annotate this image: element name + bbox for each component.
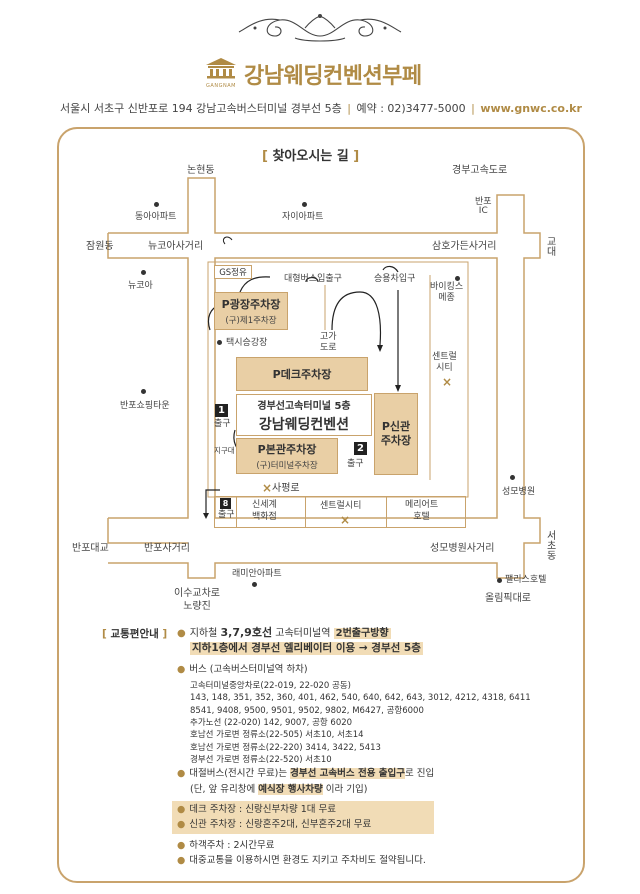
brand-name: GANGNAM <box>206 83 236 89</box>
deck-parking[interactable]: P데크주차장 <box>236 357 368 391</box>
x-marker-central-b: × <box>340 513 351 527</box>
landmark-seongmo: 성모병원 <box>502 487 536 497</box>
dot-newcoa <box>141 270 146 275</box>
bus-title: ●버스 (고속버스터미널역 하차) <box>177 664 308 675</box>
landmark-gs: GS정유 <box>214 265 252 279</box>
venue-name: 강남웨딩컨벤션 <box>258 416 350 433</box>
label-newcoa-intersection: 뉴코아사거리 <box>148 241 204 252</box>
divider-1 <box>236 496 237 528</box>
ornament-flourish-icon <box>238 14 402 42</box>
reservation-phone: 예약 : 02)3477-5000 <box>356 102 466 115</box>
exit-8-label: 출구 <box>218 510 235 520</box>
landmark-palace: 팰리스호텔 <box>505 575 547 585</box>
bus-line: 8541, 9408, 9500, 9501, 9502, 9802, M642… <box>190 705 424 716</box>
label-seocho: 서 초 동 <box>547 531 557 562</box>
label-nonhyeon: 논현동 <box>187 165 215 176</box>
landmark-banpo-shopping: 반포쇼핑타운 <box>120 401 170 411</box>
label-samho-intersection: 삼호가든사거리 <box>432 241 497 252</box>
label-isu: 이수교차로 노량진 <box>174 588 220 612</box>
landmark-taxi: 택시승강장 <box>226 338 268 348</box>
landmark-viking: 바이킹스 메종 <box>430 282 464 303</box>
landmark-carentrance: 승용차입구 <box>374 274 416 284</box>
landmark-donga: 동아아파트 <box>135 212 177 222</box>
x-marker-sapyeong: × <box>262 481 273 495</box>
guest-parking-info: ●하객주차 : 2시간무료 <box>177 840 275 851</box>
bus-line: 호남선 가로변 정류소(22-220) 3414, 3422, 5413 <box>190 742 381 753</box>
bus-line: 고속터미널중앙차로(22-019, 22-020 공동) <box>190 681 351 691</box>
label-seongmo-intersection: 성모병원사거리 <box>430 543 495 554</box>
page-title: 강남웨딩컨벤션부페 <box>244 64 422 89</box>
bus-lines-list: 고속터미널중앙차로(22-019, 22-020 공동) 143, 148, 3… <box>190 680 531 766</box>
new-parking-info: ●신관 주차장 : 신랑혼주2대, 신부혼주2대 무료 <box>177 819 372 830</box>
dot-banpo-shopping <box>141 389 146 394</box>
venue-building[interactable]: 경부선고속터미널 5층 강남웨딩컨벤션 <box>236 394 372 436</box>
bus-line: 143, 148, 351, 352, 360, 401, 462, 540, … <box>190 693 531 704</box>
dot-viking <box>455 276 460 281</box>
website-link[interactable]: www.gnwc.co.kr <box>480 102 582 115</box>
content-frame <box>57 127 585 883</box>
divider-2 <box>305 496 306 528</box>
bus-line: 경부선 가로변 정류소(22-520) 서초10 <box>190 754 332 765</box>
plaza-parking[interactable]: P광장주차장 (구)제1주차장 <box>214 292 288 330</box>
bus-line: 호남선 가로변 정류소(22-505) 서초10, 서초14 <box>190 730 364 741</box>
divider-3 <box>386 496 387 528</box>
label-sapyeong: 사평로 <box>272 483 300 494</box>
dot-raemian <box>252 582 257 587</box>
building-logo-icon <box>206 58 236 79</box>
charter-bus-info: ●대절버스(전시간 무료)는 경부선 고속버스 전용 출입구로 진입 <box>177 768 435 779</box>
exit-8-badge: 8 <box>220 498 231 509</box>
new-parking[interactable]: P신관 주차장 <box>374 393 418 475</box>
address-text: 서울시 서초구 신반포로 194 강남고속버스터미널 경부선 5층 <box>60 102 342 115</box>
exit-1-label: 출구 <box>214 419 231 429</box>
label-banpo-bridge: 반포대교 <box>72 543 109 554</box>
dot-palace <box>497 578 502 583</box>
address-line: 서울시 서초구 신반포로 194 강남고속버스터미널 경부선 5층 | 예약 :… <box>60 102 582 115</box>
parking-highlight <box>172 801 434 834</box>
deck-parking-info: ●데크 주차장 : 신랑신부차량 1대 무료 <box>177 804 337 815</box>
bus-line: 추가노선 (22-020) 142, 9007, 공항 6020 <box>190 717 353 728</box>
landmark-underground: 지구대 <box>214 446 235 455</box>
landmark-marriott: 메리어트 호텔 <box>405 500 439 522</box>
brand-logo: GANGNAM <box>204 57 238 89</box>
public-transit-note: ●대중교통을 이용하시면 환경도 지키고 주차비도 절약됩니다. <box>177 855 426 866</box>
landmark-central-city-b: 센트럴시티 <box>320 501 362 511</box>
venue-floor: 경부선고속터미널 5층 <box>257 400 351 412</box>
landmark-xi: 자이아파트 <box>282 212 324 222</box>
landmark-shinsegae: 신세계 백화점 <box>252 500 277 522</box>
landmark-raemian: 래미안아파트 <box>232 569 282 579</box>
label-banpo-ic: 반포 IC <box>475 197 492 216</box>
map-heading: [ 찾아오시는 길 ] <box>262 149 360 164</box>
landmark-elevated: 고가 도로 <box>320 332 337 353</box>
bottom-building-row <box>214 496 466 528</box>
dot-xi <box>302 202 307 207</box>
landmark-largebus: 대형버스입출구 <box>284 274 342 284</box>
dot-donga <box>154 202 159 207</box>
label-olympic: 올림픽대로 <box>485 593 531 604</box>
exit-1-badge: 1 <box>215 404 228 417</box>
dot-seongmo <box>510 475 515 480</box>
x-marker-central-r: × <box>442 375 453 389</box>
charter-bus-note: (단, 앞 유리창에 예식장 행사차량 이라 기입) <box>190 784 368 795</box>
main-parking[interactable]: P본관주차장 (구)터미널주차장 <box>236 438 338 474</box>
exit-2-badge: 2 <box>354 442 367 455</box>
label-gyodae: 교 대 <box>547 237 557 258</box>
subway-route: 지하1층에서 경부선 엘리베이터 이용 → 경부선 5층 <box>190 642 423 656</box>
dot-taxi <box>217 340 222 345</box>
landmark-newcoa: 뉴코아 <box>128 281 153 291</box>
label-jamwon: 잠원동 <box>86 241 114 252</box>
label-banpo-intersection: 반포사거리 <box>144 543 190 554</box>
subway-info: ●지하철 3,7,9호선 고속터미널역 2번출구방향 <box>177 626 391 639</box>
exit-2-label: 출구 <box>347 459 364 469</box>
label-gyeongbu-expressway: 경부고속도로 <box>452 165 508 176</box>
landmark-central-city-r: 센트럴 시티 <box>432 352 457 373</box>
transit-label: [ 교통편안내 ] <box>102 628 168 640</box>
